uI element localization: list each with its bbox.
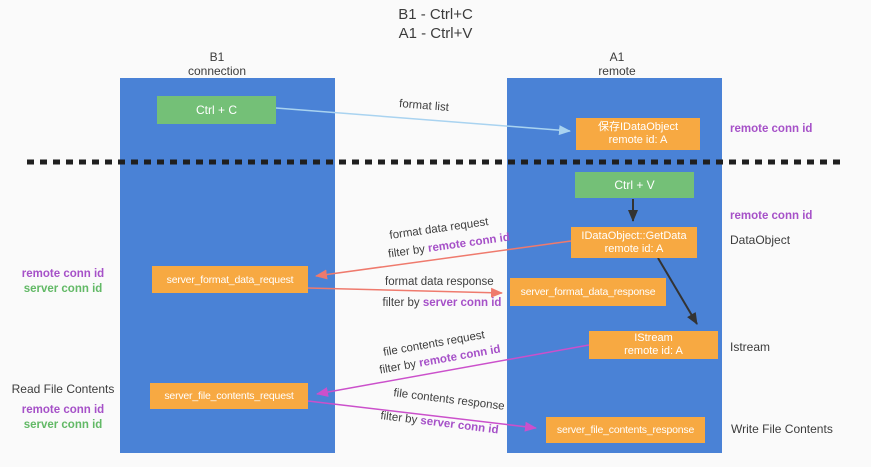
server-file-contents-response-label: server_file_contents_response (556, 424, 695, 436)
server-conn-id-highlight: server conn id (419, 414, 500, 437)
dataobject-annotation: DataObject (730, 233, 791, 247)
ctrl-c-label: Ctrl + C (195, 103, 237, 117)
save-remote-conn-id-annotation: remote conn id (730, 123, 813, 135)
save-dataobject-line1: 保存IDataObject (597, 121, 679, 133)
lifeline-b1-name: B1 (209, 50, 225, 64)
write-file-contents-annotation: Write File Contents (731, 422, 833, 436)
lifeline-header-b1: B1 connection (157, 50, 277, 78)
format-data-response-filter-label: filter by server conn id (378, 297, 506, 309)
remote-conn-id-highlight: remote conn id (427, 231, 511, 255)
istream-line1: IStream (634, 332, 673, 344)
getdata-line1: IDataObject::GetData (581, 229, 687, 242)
file-contents-response-label: file contents response (392, 387, 506, 413)
save-dataobject-line2: remote id: A (608, 134, 668, 146)
format-remote-conn-id-annotation: remote conn id (21, 268, 105, 280)
getdata-node: IDataObject::GetData remote id: A (571, 227, 697, 258)
server-file-contents-response-node: server_file_contents_response (546, 417, 705, 443)
server-file-contents-request-node: server_file_contents_request (150, 383, 308, 409)
diagram-title-line1: B1 - Ctrl+C (398, 6, 473, 23)
server-format-data-response-node: server_format_data_response (510, 278, 666, 306)
server-file-contents-request-label: server_file_contents_request (164, 390, 294, 402)
format-data-response-label: format data response (385, 276, 494, 288)
filter-by-text: filter by (387, 242, 429, 261)
istream-node: IStream remote id: A (589, 331, 718, 359)
server-format-data-response-label: server_format_data_response (520, 286, 656, 298)
file-server-conn-id-annotation: server conn id (23, 419, 103, 431)
filter-by-text: filter by (378, 357, 421, 377)
server-format-data-request-label: server_format_data_request (166, 273, 294, 286)
format-server-conn-id-annotation: server conn id (23, 283, 103, 295)
ctrl-v-label: Ctrl + V (614, 178, 655, 192)
filter-by-text: filter by (379, 410, 422, 427)
filter-by-text: filter by (382, 297, 423, 309)
istream-line2: remote id: A (624, 345, 683, 357)
lifeline-a1-role: remote (598, 64, 636, 78)
server-conn-id-highlight: server conn id (422, 297, 502, 309)
file-contents-response-filter-label: filter by server conn id (379, 410, 499, 436)
lifeline-b1-role: connection (187, 64, 247, 78)
lifeline-header-a1: A1 remote (557, 50, 677, 78)
getdata-remote-conn-id-annotation: remote conn id (730, 210, 813, 222)
read-file-contents-annotation: Read File Contents (11, 382, 115, 396)
server-format-data-request-node: server_format_data_request (152, 266, 308, 293)
format-list-label: format list (398, 98, 450, 114)
lifeline-a1-name: A1 (609, 50, 625, 64)
getdata-line2: remote id: A (604, 242, 664, 255)
ctrl-v-node: Ctrl + V (575, 172, 694, 198)
format-data-response-arrow (307, 287, 503, 298)
file-remote-conn-id-annotation: remote conn id (21, 404, 105, 416)
ctrl-c-node: Ctrl + C (157, 96, 276, 124)
istream-annotation: Istream (730, 340, 771, 354)
diagram-title-line2: A1 - Ctrl+V (398, 25, 473, 42)
save-dataobject-node: 保存IDataObject remote id: A (576, 118, 700, 150)
